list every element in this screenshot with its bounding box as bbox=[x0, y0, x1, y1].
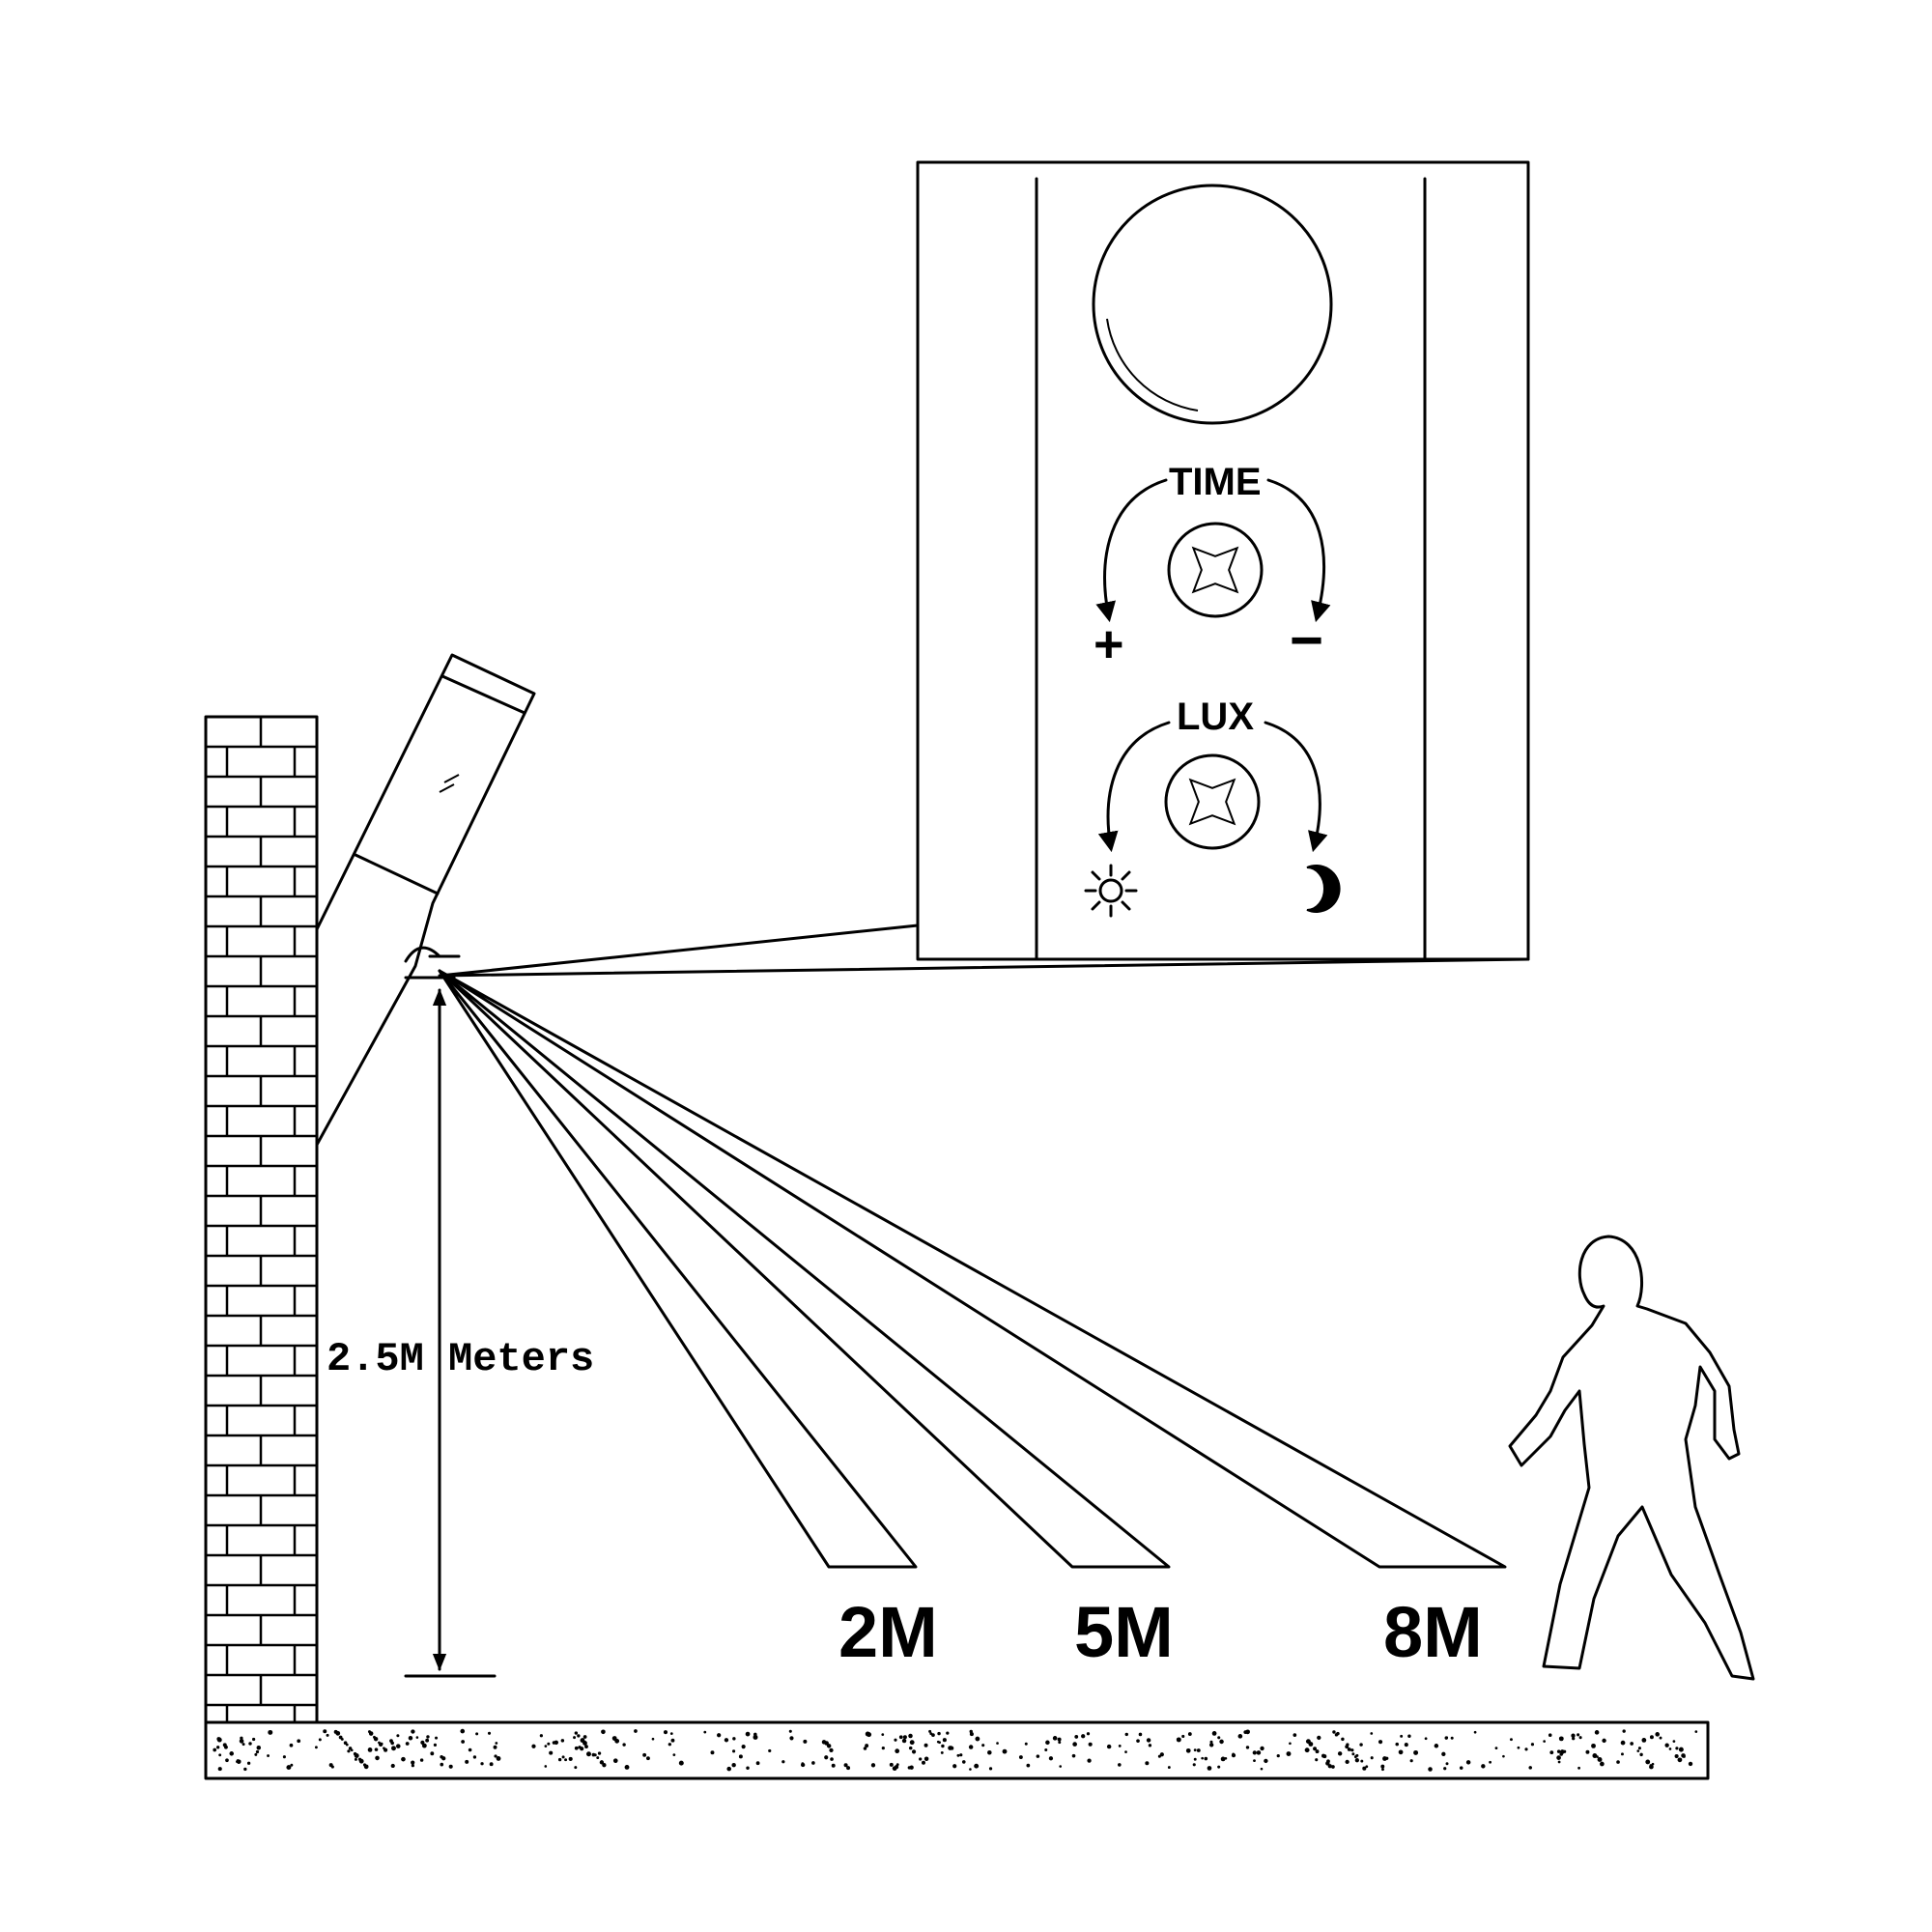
lux-day-arrow bbox=[1097, 721, 1171, 853]
beam-5m bbox=[438, 969, 1171, 1569]
screw-cross-icon bbox=[1191, 546, 1239, 594]
screw-cross-icon bbox=[1188, 778, 1236, 826]
sun-icon bbox=[1084, 864, 1138, 918]
callout-leader bbox=[438, 923, 1530, 978]
brick-wall-icon bbox=[204, 715, 319, 1724]
lux-label: LUX bbox=[1177, 696, 1254, 738]
distance-label-8m: 8M bbox=[1383, 1592, 1483, 1672]
time-adjust-screw[interactable] bbox=[1167, 522, 1264, 618]
height-dimension bbox=[404, 988, 497, 1678]
sensor-lamp-body bbox=[315, 653, 536, 1147]
detection-beams bbox=[438, 969, 1507, 1569]
time-decrease-arrow bbox=[1095, 478, 1168, 623]
time-label: TIME bbox=[1169, 461, 1262, 503]
lux-adjust-screw[interactable] bbox=[1164, 753, 1261, 850]
height-label: 2.5M Meters bbox=[327, 1336, 594, 1382]
distance-label-5m: 5M bbox=[1074, 1592, 1174, 1672]
beam-2m bbox=[438, 969, 918, 1569]
time-plus-symbol: + bbox=[1094, 615, 1124, 673]
ground-slab-icon bbox=[204, 1720, 1710, 1780]
sensor-lens-icon bbox=[1092, 184, 1333, 425]
time-minus-symbol: − bbox=[1290, 608, 1323, 672]
moon-icon bbox=[1306, 865, 1341, 913]
time-increase-arrow bbox=[1266, 478, 1331, 623]
lux-night-arrow bbox=[1264, 721, 1328, 853]
beam-8m bbox=[438, 969, 1507, 1569]
distance-label-2m: 2M bbox=[838, 1592, 938, 1672]
walking-person-icon bbox=[1508, 1235, 1755, 1681]
sensor-detail-panel: TIME + − LUX bbox=[916, 160, 1530, 961]
